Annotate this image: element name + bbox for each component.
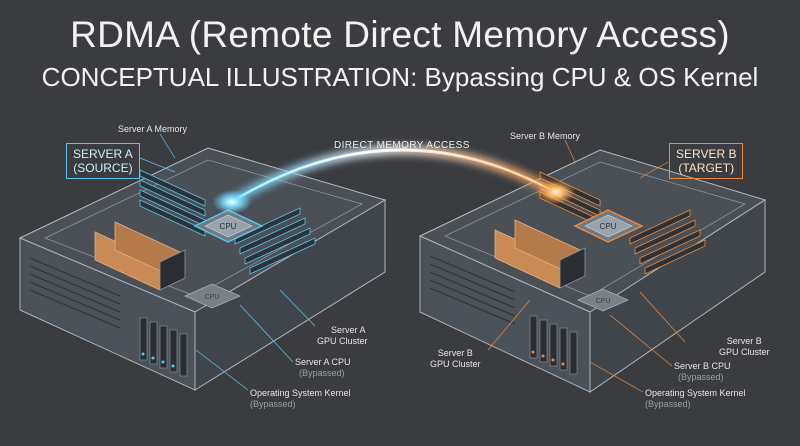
server-a-bypassed-cpu-text: CPU [205,294,220,301]
server-a-gpu-label-line2: GPU Cluster [317,336,368,346]
server-a-chassis [18,147,387,391]
server-a-front-vents [29,257,121,329]
server-b-gpu-cluster [494,219,586,289]
server-b-gpu-label-left: Server B GPU Cluster [430,348,481,370]
beam-source-flare [212,190,252,214]
server-b-gpu-right-line1: Server B [726,336,762,346]
server-b-gpu-left-line2: GPU Cluster [430,359,481,369]
server-b-kernel-label-line2: (Bypassed) [645,399,691,409]
server-b-title-box: SERVER B (TARGET) [669,143,744,179]
beam-target-flare [536,180,576,204]
server-b-role: (TARGET) [678,161,735,175]
server-b-gpu-right-line2: GPU Cluster [719,347,770,357]
server-a-role: (SOURCE) [73,161,133,175]
server-a-drive-bays [139,317,188,377]
server-b-title: SERVER B [676,147,737,161]
server-b-cpu-label-line1: Server B CPU [674,361,731,371]
server-b-cpu-label: Server B CPU (Bypassed) [674,361,731,383]
server-a-memory-label: Server A Memory [118,124,188,134]
server-a-leader-lines [139,133,316,391]
server-a-cpu-label: Server A CPU (Bypassed) [295,357,351,379]
server-b-front-vents [429,255,516,325]
server-a-cpu-label-line1: Server A CPU [295,357,351,367]
server-b-cpu-label-line2: (Bypassed) [678,372,724,382]
server-a-kernel-label-line1: Operating System Kernel [250,388,351,398]
server-a-cpu-label-line2: (Bypassed) [299,368,345,378]
server-a-memory-modules [139,169,316,275]
server-a-cpu-text: CPU [220,222,237,231]
server-b-cpu-chip: CPU [573,209,644,243]
direct-memory-access-label: DIRECT MEMORY ACCESS [334,140,470,151]
server-a-gpu-label: Server A GPU Cluster [317,325,368,347]
server-b-drive-bays [529,315,578,375]
server-b-bypassed-cpu: CPU [577,288,629,312]
page-title: RDMA (Remote Direct Memory Access) [70,14,730,55]
server-a-kernel-label: Operating System Kernel (Bypassed) [250,388,351,410]
server-a-bypassed-cpu: CPU [184,283,242,309]
server-b-kernel-label: Operating System Kernel (Bypassed) [645,388,746,410]
server-b-bypassed-cpu-text: CPU [596,298,611,305]
page-subtitle: CONCEPTUAL ILLUSTRATION: Bypassing CPU &… [41,62,759,92]
server-a-gpu-cluster [94,221,186,291]
server-a-cpu-chip: CPU [193,209,264,243]
server-a-title: SERVER A [73,147,133,161]
server-b-cpu-text: CPU [600,222,617,231]
server-a-kernel-label-line2: (Bypassed) [250,399,296,409]
server-b-gpu-label-right: Server B GPU Cluster [719,336,770,358]
server-b-kernel-label-line1: Operating System Kernel [645,388,746,398]
server-b-gpu-left-line1: Server B [437,348,473,358]
direct-memory-access-beam [212,145,576,214]
server-b-leader-lines [487,139,686,393]
server-a-gpu-label-line1: Server A [331,325,366,335]
server-a-title-box: SERVER A (SOURCE) [66,143,140,179]
server-b-memory-label: Server B Memory [510,131,581,141]
